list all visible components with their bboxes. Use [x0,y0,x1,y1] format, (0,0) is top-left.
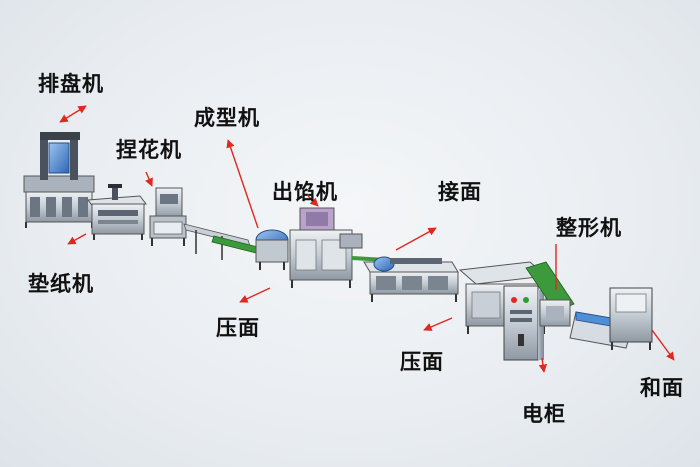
label-forming-machine: 成型机 [194,106,260,130]
label-sheeter-right: 压面 [400,350,444,374]
forming-machine [255,229,289,270]
arrow-forming-machine [226,139,259,229]
label-dough-mixer: 和面 [640,376,684,400]
shaping-incline-conveyor [525,261,575,327]
label-shaping-machine: 整形机 [556,216,622,240]
pointer-arrows [59,105,675,373]
dough-sheeter-machine [363,256,459,302]
arrow-dough-connect [395,227,437,251]
electrical-cabinet [503,285,544,361]
crimping-machine [149,187,187,246]
label-electrical-cabinet: 电柜 [522,402,566,426]
label-crimping-machine: 捏花机 [116,138,182,162]
label-paper-lining-machine: 垫纸机 [28,272,94,296]
arrow-mixer [651,329,675,361]
arrow-tray-machine [59,105,87,123]
arrow-sheeter-right [423,317,453,331]
dough-mixer-machine [569,287,653,350]
filling-machine [289,207,363,288]
tray-arranging-machine [23,132,95,228]
paper-lining-machine [87,184,147,240]
label-tray-arranging-machine: 排盘机 [38,72,104,96]
label-sheeter-left: 压面 [216,316,260,340]
label-dough-connect: 接面 [438,180,482,204]
arrow-cabinet [538,357,548,373]
arrow-sheeter-left [239,287,271,303]
arrow-crimping-machine [145,171,153,187]
arrow-paper-lining [67,233,87,245]
arrow-filling-machine [307,195,319,207]
label-filling-machine: 出馅机 [272,180,338,204]
